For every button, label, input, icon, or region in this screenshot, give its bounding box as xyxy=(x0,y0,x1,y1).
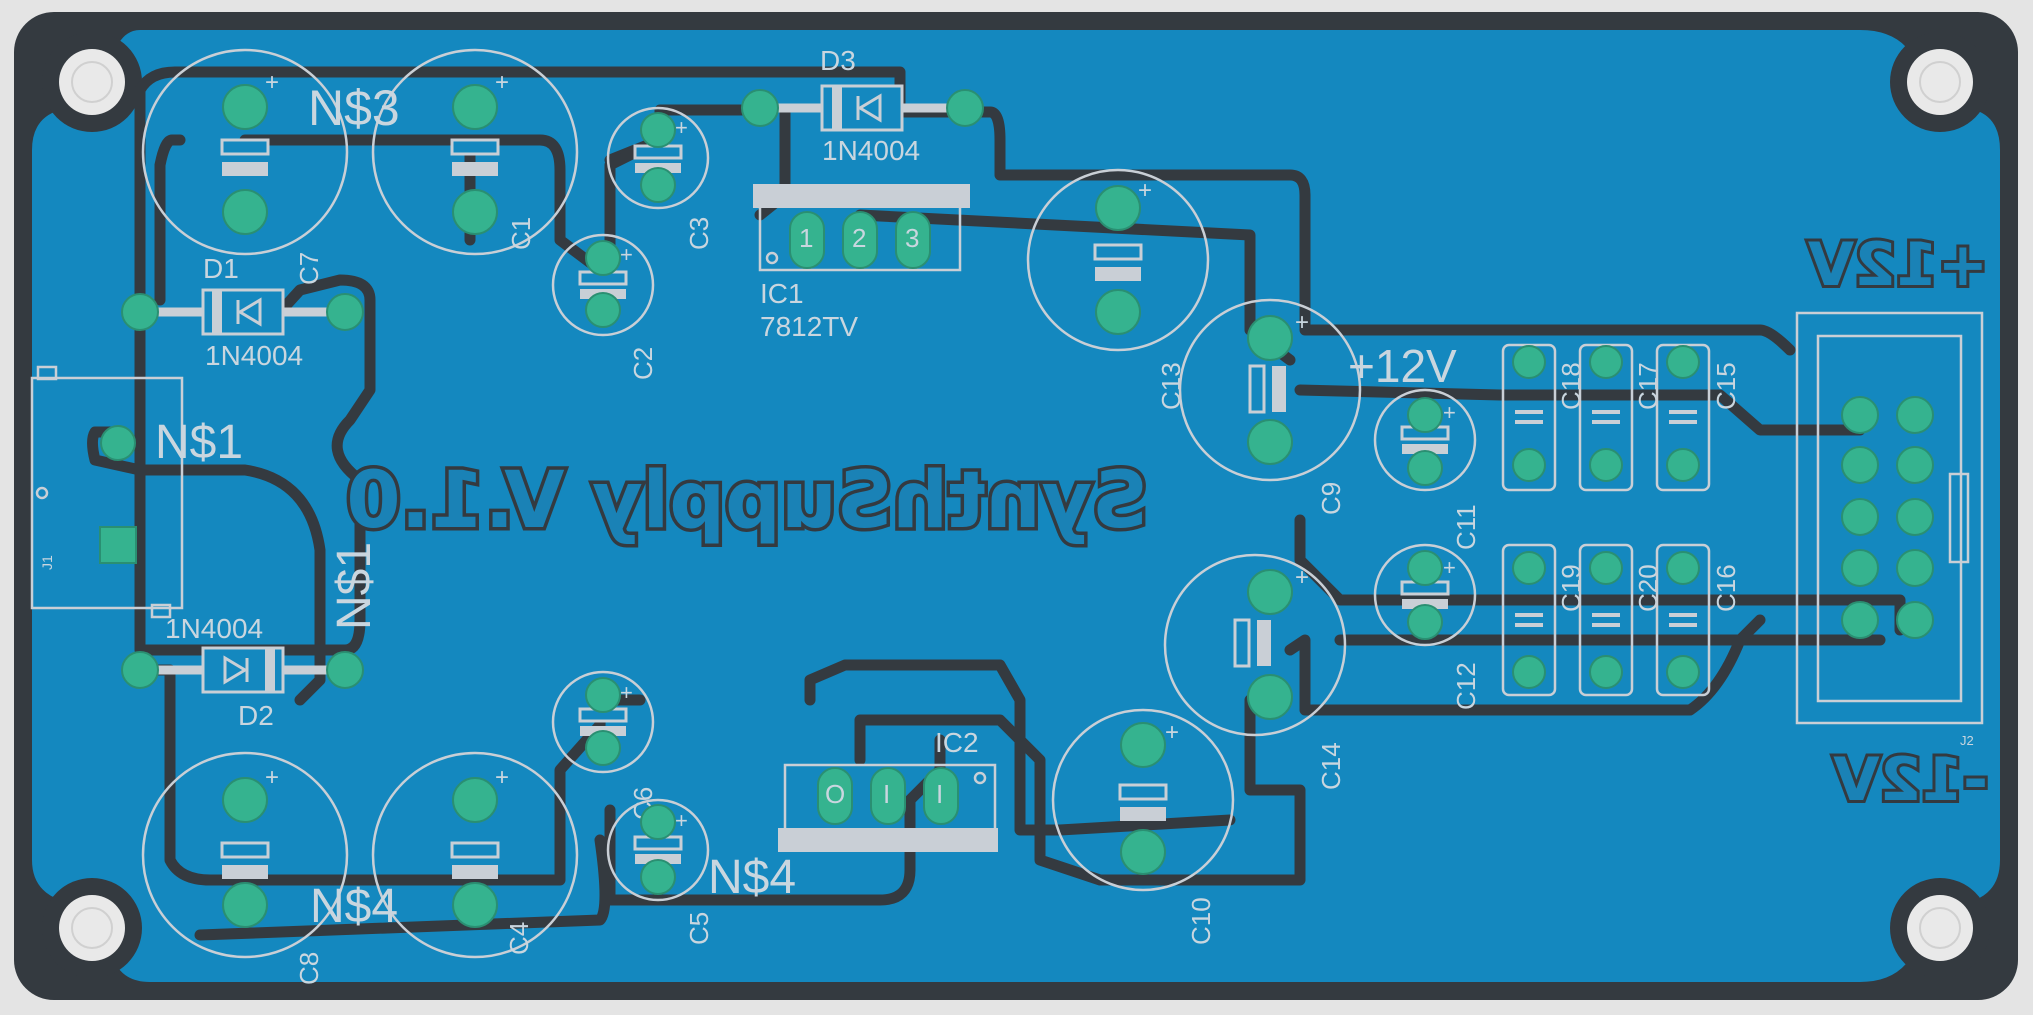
d3-value: 1N4004 xyxy=(822,135,920,166)
mount-hole-tl xyxy=(42,32,142,132)
capacitor-c10: + C10 xyxy=(1051,708,1235,945)
svg-text:+: + xyxy=(620,242,633,267)
net-n4-mid: N$4 xyxy=(708,851,796,904)
c8-label: C8 xyxy=(294,952,324,985)
c10-label: C10 xyxy=(1186,897,1216,945)
c20-label: C20 xyxy=(1633,564,1663,612)
ic2-pin-i2: I xyxy=(936,779,943,809)
c9-label: C9 xyxy=(1316,482,1346,515)
capacitor-c8: + C8 xyxy=(141,751,349,985)
capacitor-c5: + C5 xyxy=(606,798,714,945)
svg-text:+: + xyxy=(495,69,509,96)
d2-ref: D2 xyxy=(238,700,274,731)
net-n1-vertical: N$1 xyxy=(328,542,381,630)
capacitor-c14: + C14 xyxy=(1163,553,1347,790)
ic2-pin-o: O xyxy=(825,779,845,809)
svg-text:+: + xyxy=(1295,309,1309,336)
svg-text:+: + xyxy=(1443,555,1456,580)
pos-out-mirrored: +12V xyxy=(1804,227,1991,303)
d1-value: 1N4004 xyxy=(205,340,303,371)
svg-text:+: + xyxy=(265,764,279,791)
mount-hole-tr xyxy=(1890,32,1990,132)
diode-d1: D1 1N4004 xyxy=(121,253,364,371)
net-n4-left: N$4 xyxy=(310,880,398,933)
capacitor-c16: C16 xyxy=(1655,543,1741,697)
j2-pins xyxy=(1841,396,1934,639)
capacitor-c19: C19 xyxy=(1501,543,1586,697)
traces xyxy=(87,66,1906,941)
c17-label: C17 xyxy=(1633,362,1663,410)
c1-label: C1 xyxy=(506,217,536,250)
regulator-ic2: O I I IC2 xyxy=(778,727,998,852)
ic1-pin3: 3 xyxy=(905,223,919,253)
svg-text:+: + xyxy=(265,69,279,96)
net-n3: N$3 xyxy=(308,80,400,136)
capacitor-c1: + C1 xyxy=(371,48,579,256)
net-n1-horizontal: N$1 xyxy=(155,416,243,469)
svg-text:+: + xyxy=(1165,719,1179,746)
ic1-ref: IC1 xyxy=(760,278,804,309)
capacitor-c7: + C7 xyxy=(141,48,349,285)
board-title-mirrored: SynthSupply V.1.0 xyxy=(343,453,1152,550)
c16-label: C16 xyxy=(1711,564,1741,612)
j1-label: J1 xyxy=(39,555,55,570)
ic2-pin-i1: I xyxy=(883,779,890,809)
c14-label: C14 xyxy=(1316,742,1346,790)
pos-out-label: +12V xyxy=(1807,230,1988,300)
j2-label: J2 xyxy=(1960,733,1974,748)
regulator-ic1: 1 2 3 IC1 7812TV xyxy=(753,184,970,342)
capacitor-c2: + C2 xyxy=(551,233,658,380)
svg-text:+: + xyxy=(675,808,688,833)
c19-label: C19 xyxy=(1556,564,1586,612)
board-title: SynthSupply V.1.0 xyxy=(346,456,1148,546)
mount-hole-bl xyxy=(42,878,142,978)
svg-text:+: + xyxy=(495,764,509,791)
neg-out-mirrored: -12V xyxy=(1830,742,1991,818)
copper-pour xyxy=(32,30,2000,982)
capacitor-c4: + C4 xyxy=(371,751,579,959)
neg-out-label: -12V xyxy=(1833,745,1988,815)
c7-label: C7 xyxy=(294,252,324,285)
c2-label: C2 xyxy=(628,347,658,380)
svg-text:+: + xyxy=(620,680,633,705)
d3-ref: D3 xyxy=(820,45,856,76)
connector-j2: J2 xyxy=(1795,311,1984,748)
ic1-pin2: 2 xyxy=(852,223,866,253)
c15-label: C15 xyxy=(1711,362,1741,410)
svg-text:+: + xyxy=(1295,564,1309,591)
c3-label: C3 xyxy=(684,217,714,250)
diode-d3: D3 1N4004 xyxy=(741,45,984,166)
ic1-value: 7812TV xyxy=(760,311,858,342)
ic1-pin1: 1 xyxy=(799,223,813,253)
capacitor-c6: + C6 xyxy=(551,670,658,820)
capacitor-c9: + C9 xyxy=(1178,298,1362,515)
ic2-ref: IC2 xyxy=(935,727,979,758)
svg-text:+: + xyxy=(1443,400,1456,425)
c11-label: C11 xyxy=(1451,504,1481,550)
mount-hole-br xyxy=(1890,878,1990,978)
capacitor-c12: + C12 xyxy=(1373,543,1481,710)
svg-text:+: + xyxy=(675,115,688,140)
d2-value: 1N4004 xyxy=(165,613,263,644)
c18-label: C18 xyxy=(1556,362,1586,410)
capacitor-c15: C15 xyxy=(1655,343,1741,492)
capacitor-c3: + C3 xyxy=(606,106,714,250)
c4-label: C4 xyxy=(504,922,534,955)
net-pos12v: +12V xyxy=(1348,340,1457,392)
d1-ref: D1 xyxy=(203,253,239,284)
diode-d2: 1N4004 D2 xyxy=(121,613,364,731)
c12-label: C12 xyxy=(1451,662,1481,710)
c5-label: C5 xyxy=(684,912,714,945)
capacitor-c11: + C11 xyxy=(1373,388,1481,550)
connector-j1: J1 xyxy=(30,365,184,619)
svg-text:+: + xyxy=(1138,177,1152,204)
